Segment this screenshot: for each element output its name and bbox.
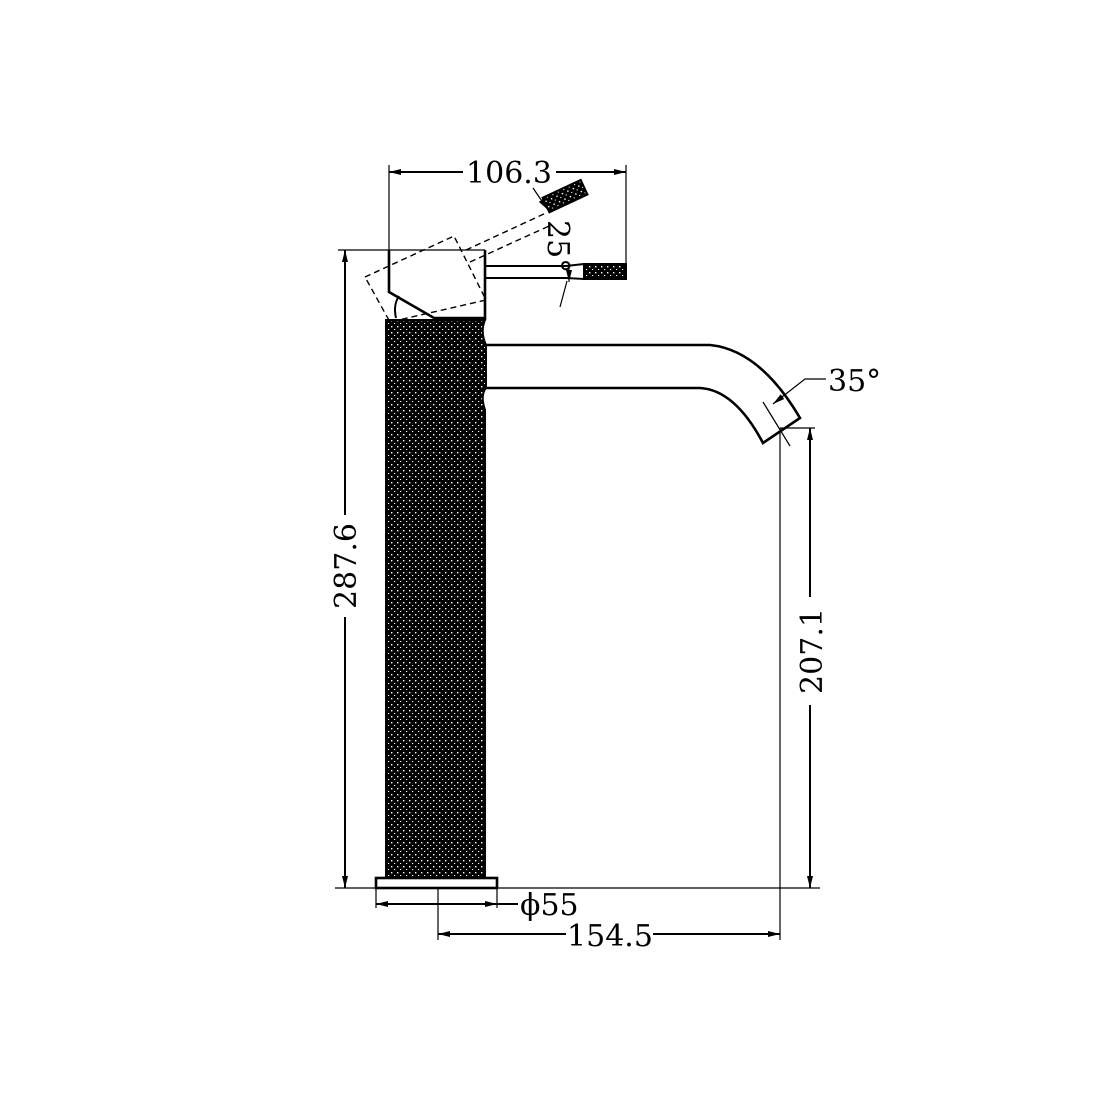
label-overall-height: 287.6 bbox=[329, 523, 364, 609]
label-spout-reach: 154.5 bbox=[567, 919, 653, 954]
dimension-overall-height: 287.6 bbox=[329, 249, 820, 889]
label-handle-angle: 25° bbox=[540, 220, 575, 273]
spout bbox=[486, 343, 802, 445]
dimension-handle-reach: 106.3 bbox=[388, 156, 627, 264]
label-spout-angle: 35° bbox=[828, 364, 881, 399]
dimension-base-diameter: ϕ55 bbox=[375, 888, 579, 923]
angle-spout-outlet: 35° bbox=[762, 364, 881, 447]
label-spout-height: 207.1 bbox=[795, 608, 830, 694]
housing-edge bbox=[394, 295, 400, 319]
handle-housing bbox=[387, 250, 487, 320]
label-handle-reach: 106.3 bbox=[466, 156, 552, 191]
dimension-spout-reach: 154.5 bbox=[437, 428, 781, 954]
label-base-diameter: ϕ55 bbox=[520, 888, 579, 923]
angle-handle-rotation: 25° bbox=[532, 187, 575, 308]
dimension-spout-height: 207.1 bbox=[780, 427, 830, 888]
base-plate bbox=[374, 876, 499, 890]
handle-lever-closed bbox=[485, 262, 627, 281]
tap-body bbox=[364, 178, 802, 890]
knurled-column bbox=[385, 319, 487, 879]
